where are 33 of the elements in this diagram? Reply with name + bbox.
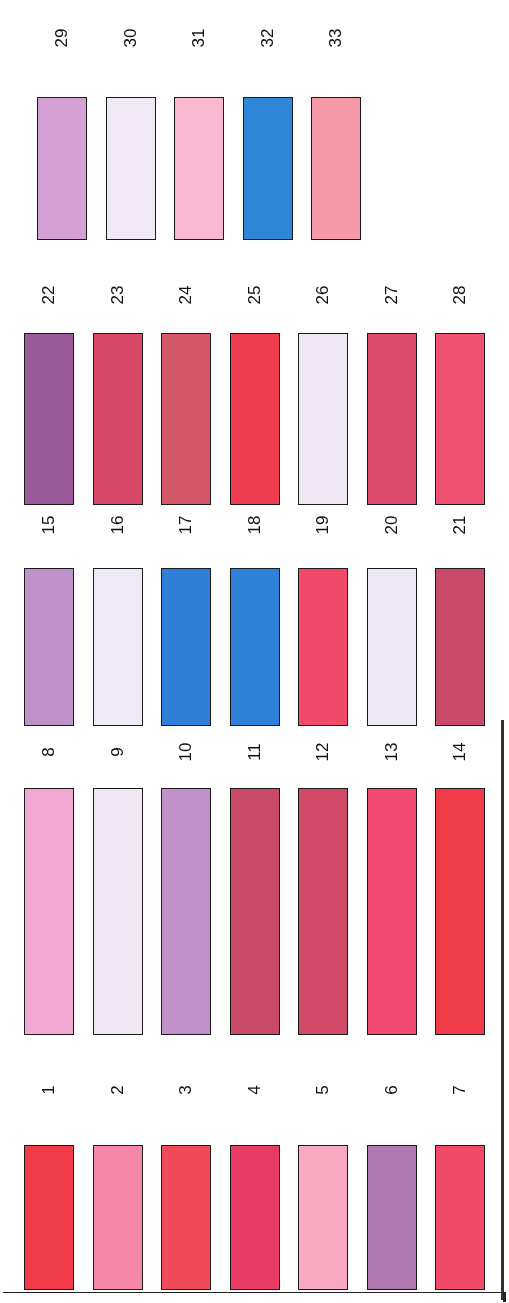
swatch-number: 12 <box>313 741 333 764</box>
swatch-number: 29 <box>52 27 72 50</box>
swatch-number: 24 <box>176 284 196 307</box>
swatch-number: 1 <box>39 1084 59 1097</box>
swatch-number: 21 <box>450 514 470 537</box>
swatch-number: 5 <box>313 1084 333 1097</box>
swatch-number: 14 <box>450 741 470 764</box>
swatch-number: 10 <box>176 741 196 764</box>
swatch-number: 8 <box>39 746 59 759</box>
swatch-number: 18 <box>244 514 265 537</box>
swatch-number: 22 <box>39 284 59 307</box>
swatch-number: 31 <box>189 27 209 50</box>
swatch-number: 6 <box>381 1084 402 1097</box>
swatch-number: 28 <box>450 284 470 307</box>
swatch-number: 7 <box>450 1084 470 1097</box>
swatch-number: 25 <box>244 284 265 307</box>
swatch-number: 19 <box>313 514 333 537</box>
swatch-number: 32 <box>257 27 278 50</box>
swatch-number: 13 <box>381 741 402 764</box>
swatch-number: 17 <box>176 514 196 537</box>
swatch-number: 30 <box>120 27 141 50</box>
swatch-number: 27 <box>381 284 402 307</box>
swatch-number: 15 <box>39 514 59 537</box>
swatch-number: 23 <box>107 284 128 307</box>
swatch-number: 2 <box>107 1084 128 1097</box>
swatch-number: 16 <box>107 514 128 537</box>
swatch-number: 11 <box>244 742 265 763</box>
swatch-number: 26 <box>313 284 333 307</box>
swatch-number: 33 <box>326 27 346 50</box>
swatch-number: 20 <box>381 514 402 537</box>
swatch-number: 9 <box>107 746 128 759</box>
swatch-number: 3 <box>176 1084 196 1097</box>
swatch-number: 4 <box>244 1084 265 1097</box>
